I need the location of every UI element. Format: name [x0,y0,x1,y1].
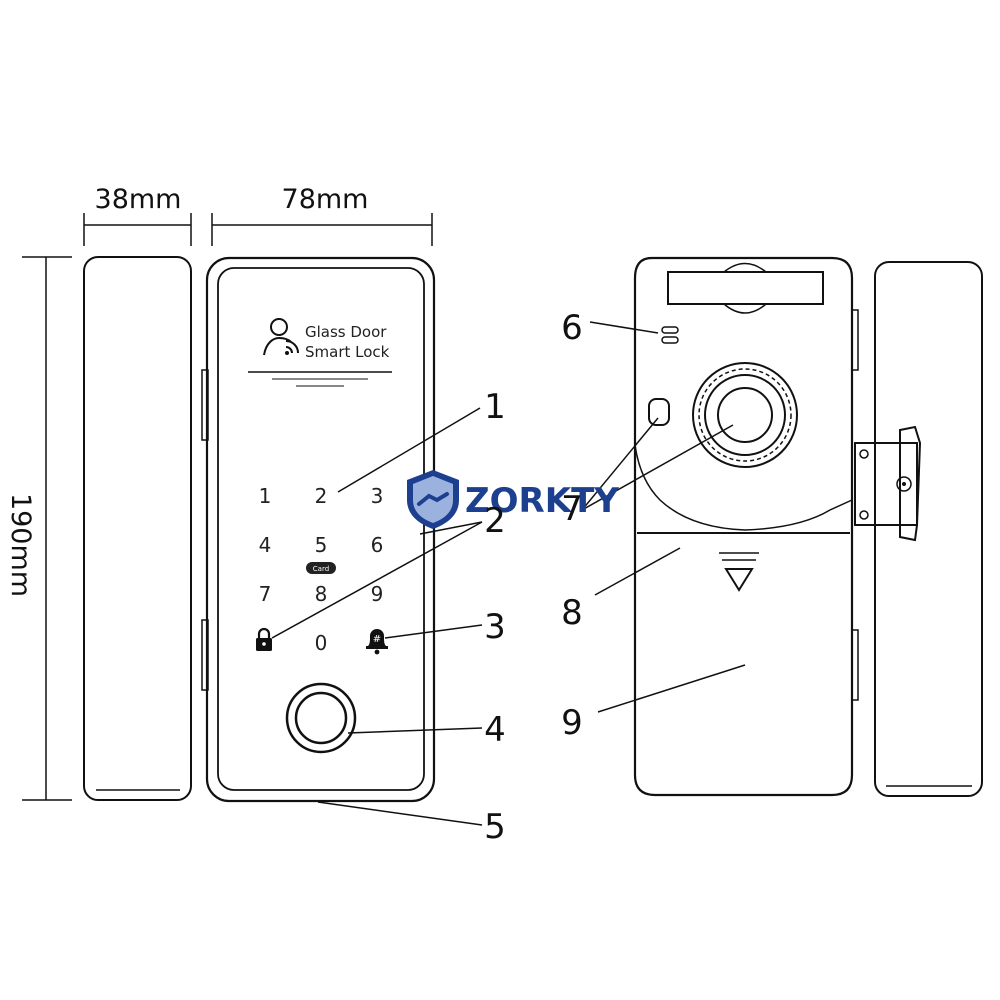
svg-text:#: # [373,634,381,645]
key-5[interactable]: 5 [315,533,328,557]
dimension-height: 190mm [5,256,72,801]
dimension-depth-label: 38mm [95,184,182,215]
leader-lines [271,321,746,826]
key-1[interactable]: 1 [259,484,272,508]
key-9[interactable]: 9 [371,582,384,606]
user-wifi-icon [263,318,299,356]
callout-6: 6 [561,308,583,348]
key-0[interactable]: 0 [315,631,328,655]
brand-line-1: Glass Door [305,323,387,341]
arrow-down-icon [719,552,759,592]
side-view-right [854,261,983,797]
callout-8: 8 [561,593,583,633]
callout-2: 2 [484,501,506,541]
callout-labels: 1 2 3 4 5 6 7 8 9 [484,308,583,847]
speaker-icon [661,326,679,334]
watermark-text: ZORKTY [465,481,619,521]
callout-4: 4 [484,710,506,750]
key-2[interactable]: 2 [315,484,328,508]
key-4[interactable]: 4 [259,533,272,557]
card-reader-badge [306,562,336,574]
shield-handshake-logo [407,470,459,529]
key-7[interactable]: 7 [259,582,272,606]
rear-panel [633,256,859,797]
callout-9: 9 [561,703,583,743]
knob-icon[interactable] [692,362,798,468]
key-3[interactable]: 3 [371,484,384,508]
callout-1: 1 [484,387,506,427]
lock-icon[interactable] [256,627,272,651]
dimension-width: 78mm [211,184,433,246]
key-8[interactable]: 8 [315,582,328,606]
brand-line-2: Smart Lock [305,343,390,361]
front-panel: Glass Door Smart Lock 1 2 3 4 5 6 7 8 9 … [201,256,436,803]
key-6[interactable]: 6 [371,533,384,557]
reset-button[interactable] [648,398,670,426]
dimension-depth: 38mm [83,184,192,246]
side-view-left [83,256,192,801]
fingerprint-sensor-icon[interactable] [285,682,357,754]
latch-bracket [854,425,922,542]
card-reader-label: Card [313,565,329,573]
callout-5: 5 [484,807,506,847]
callout-3: 3 [484,607,506,647]
dimension-height-label: 190mm [5,493,36,597]
doorbell-icon[interactable]: # [366,629,388,655]
callout-7: 7 [561,489,583,529]
dimension-width-label: 78mm [282,184,369,215]
